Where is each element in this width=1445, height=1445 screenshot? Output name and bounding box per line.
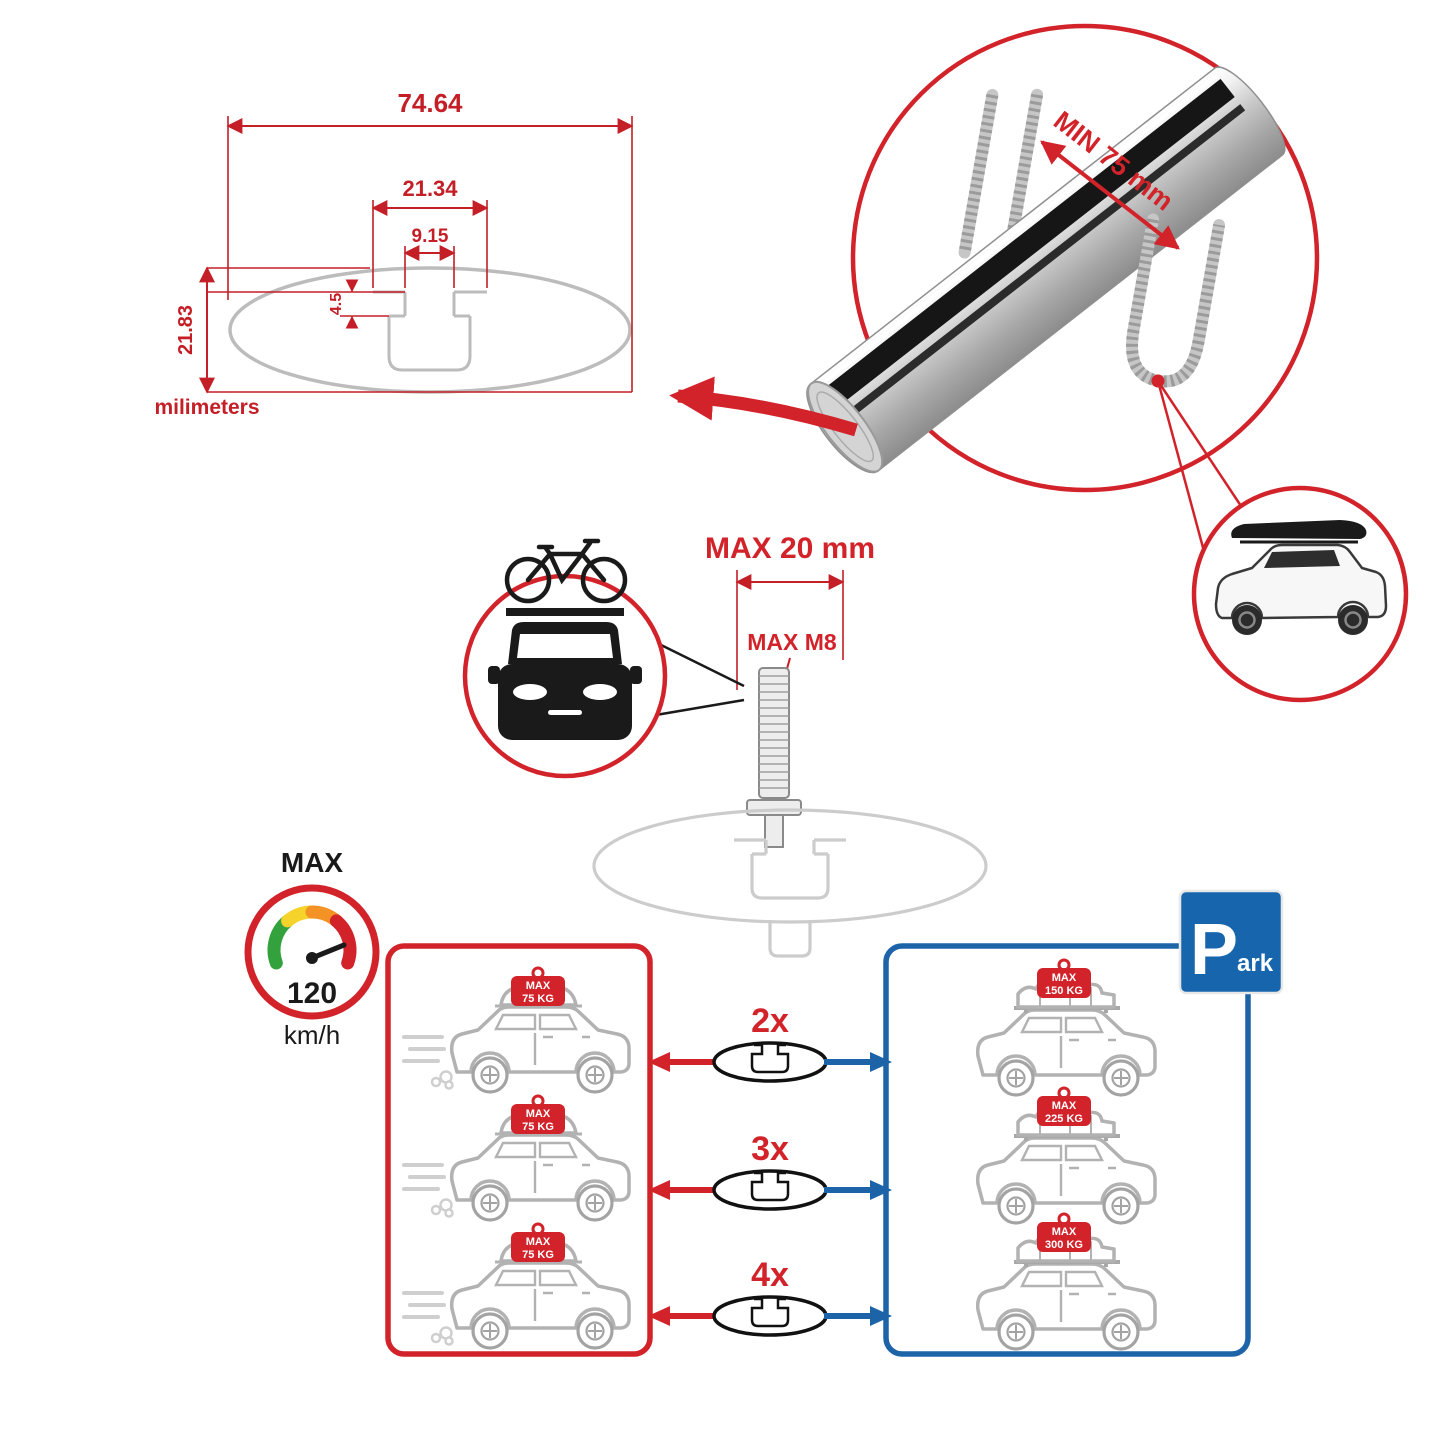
parking-sign: P ark xyxy=(1178,889,1284,995)
dim-slot-width: 9.15 xyxy=(403,226,456,288)
dim-total-height: 21.83 xyxy=(175,266,632,394)
bolt-detail: MAX 20 mm MAX M8 xyxy=(592,532,988,958)
max-width-label: MAX 20 mm xyxy=(705,532,875,565)
load-tag: MAX 300 KG xyxy=(1037,1212,1091,1252)
quantity-row-3: 4x xyxy=(648,1256,892,1337)
parked-panel-cars: MAX 150 KG MAX 225 KG MAX 300 KG xyxy=(975,958,1157,1351)
driving-car-3: MAX 75 KG xyxy=(402,1222,631,1350)
svg-text:75 KG: 75 KG xyxy=(522,1121,554,1133)
bar-profile-outline xyxy=(228,266,632,394)
svg-text:MAX: MAX xyxy=(526,980,551,992)
headlight-left xyxy=(513,684,547,700)
arrow-left xyxy=(648,1180,670,1200)
load-tag: MAX 75 KG xyxy=(511,966,565,1006)
svg-text:75 KG: 75 KG xyxy=(522,993,554,1005)
quantity-row-2: 3x xyxy=(648,1130,892,1211)
quantity-label: 4x xyxy=(751,1256,789,1294)
dim-total-height-label: 21.83 xyxy=(175,305,197,355)
leader-lines xyxy=(649,640,745,718)
load-tag: MAX 225 KG xyxy=(1037,1086,1091,1126)
dim-slot-depth: 4.5 xyxy=(207,279,405,329)
driving-car-2: MAX 75 KG xyxy=(402,1094,631,1222)
bicycle-icon xyxy=(504,538,628,604)
bike-rack-circle xyxy=(462,538,745,779)
units-label: milimeters xyxy=(154,396,259,419)
arrow-left xyxy=(648,1052,670,1072)
suv-body xyxy=(1214,543,1388,620)
gauge-value: 120 xyxy=(287,977,337,1010)
svg-text:MAX: MAX xyxy=(1052,972,1077,984)
parked-car-1: MAX 150 KG xyxy=(975,958,1157,1097)
suv-wheel xyxy=(1232,605,1262,635)
load-tag: MAX 75 KG xyxy=(511,1222,565,1262)
vehicle-inset-circle xyxy=(1191,485,1409,703)
svg-text:MAX: MAX xyxy=(1052,1226,1077,1238)
parking-suffix: ark xyxy=(1237,950,1274,977)
driving-panel-cars: MAX 75 KG MAX 75 KG MAX 75 KG xyxy=(402,966,631,1350)
parking-letter: P xyxy=(1190,910,1238,990)
mounting-bolt xyxy=(746,667,802,848)
callout-lines xyxy=(1156,380,1243,556)
headlight-right xyxy=(583,684,617,700)
arrow-right xyxy=(870,1052,892,1072)
quantity-row-1: 2x xyxy=(648,1002,892,1083)
dim-total-width-label: 74.64 xyxy=(397,88,463,118)
gauge-max-label: MAX xyxy=(281,847,344,878)
svg-text:MAX: MAX xyxy=(526,1236,551,1248)
svg-text:MAX: MAX xyxy=(526,1108,551,1120)
parked-car-2: MAX 225 KG xyxy=(975,1086,1157,1225)
suv-windows xyxy=(1264,550,1340,568)
ghost-bar-profile xyxy=(592,808,988,958)
gauge-unit: km/h xyxy=(284,1020,340,1050)
arrow-left xyxy=(648,1306,670,1326)
bar-cross-section-icon xyxy=(712,1295,828,1337)
arrow-right xyxy=(870,1306,892,1326)
dim-slot-width-label: 9.15 xyxy=(412,226,449,247)
quantity-label: 3x xyxy=(751,1130,789,1168)
mirror-right xyxy=(630,666,642,684)
gauge-arc xyxy=(267,905,357,970)
bar-detail-circle: MIN 75 mm xyxy=(669,23,1320,556)
arrow-right xyxy=(870,1180,892,1200)
grille xyxy=(548,710,582,715)
suv-wheel xyxy=(1338,605,1368,635)
load-tag: MAX 150 KG xyxy=(1037,958,1091,998)
dim-total-width: 74.64 xyxy=(226,88,634,392)
svg-text:225 KG: 225 KG xyxy=(1045,1113,1083,1125)
svg-text:300 KG: 300 KG xyxy=(1045,1239,1083,1251)
svg-text:MAX: MAX xyxy=(1052,1100,1077,1112)
bar-cross-section-icon xyxy=(712,1041,828,1083)
car-front-icon xyxy=(488,608,642,740)
dim-channel-width: 21.34 xyxy=(371,176,489,288)
load-tag: MAX 75 KG xyxy=(511,1094,565,1134)
bar-cross-section-icon xyxy=(712,1169,828,1211)
svg-text:75 KG: 75 KG xyxy=(522,1249,554,1261)
dim-channel-width-label: 21.34 xyxy=(402,176,458,201)
quantity-label: 2x xyxy=(751,1002,789,1040)
cross-section-diagram: 74.64 21.34 9.15 4.5 21.83 milimeters xyxy=(154,88,634,419)
svg-text:150 KG: 150 KG xyxy=(1045,985,1083,997)
dim-slot-depth-label: 4.5 xyxy=(328,293,345,315)
speed-limit-gauge: MAX 120 km/h xyxy=(244,847,380,1050)
driving-car-1: MAX 75 KG xyxy=(402,966,631,1094)
quantity-rows: 2x 3x 4x xyxy=(648,1002,892,1337)
parked-car-3: MAX 300 KG xyxy=(975,1212,1157,1351)
roof-box xyxy=(1231,520,1367,539)
mirror-left xyxy=(488,666,500,684)
pointer-arrow xyxy=(669,376,858,437)
max-thread-label: MAX M8 xyxy=(747,629,837,655)
